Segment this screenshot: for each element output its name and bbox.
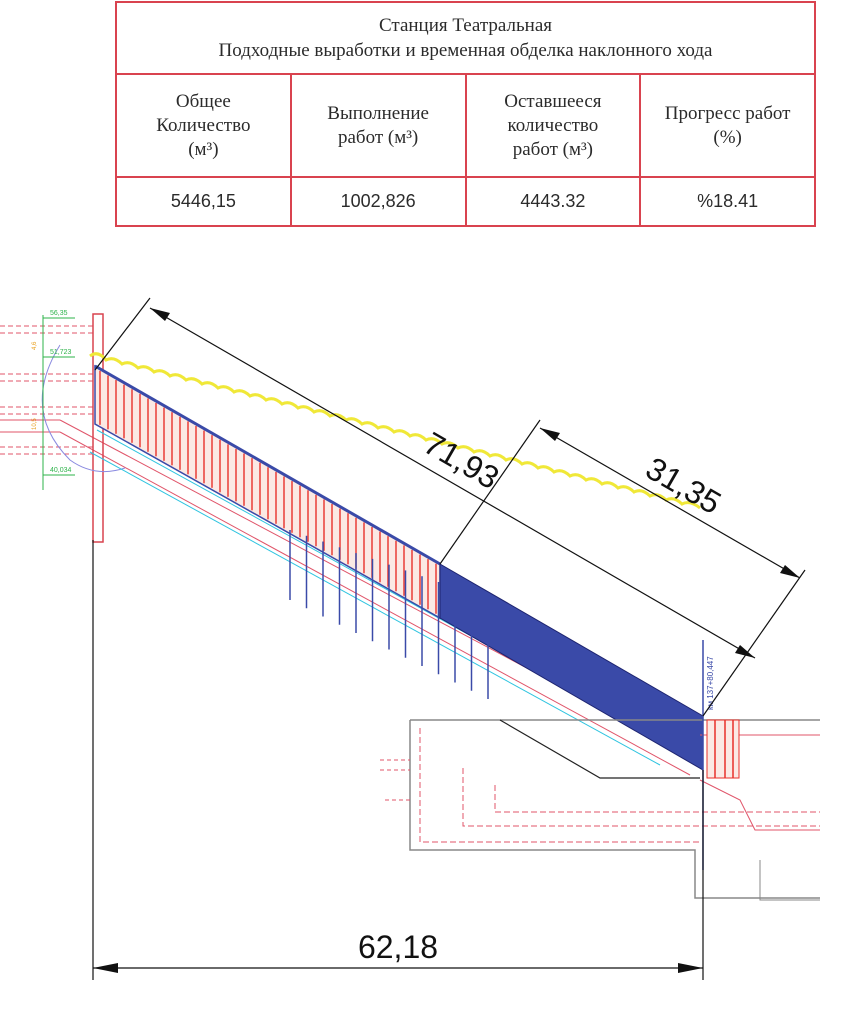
left-reference-lines xyxy=(0,325,95,455)
header-line: работ (м³) xyxy=(337,126,419,148)
summary-table: Станция Театральная Подходные выработки … xyxy=(115,1,816,227)
header-line: работ (м³) xyxy=(512,138,594,160)
station-hatch-lines xyxy=(714,720,734,778)
elevation-marks xyxy=(42,315,75,490)
value-progress: %18.41 xyxy=(639,176,816,227)
station-hatch-block xyxy=(706,719,740,779)
header-line: (%) xyxy=(713,126,742,148)
value-total-quantity: 5446,15 xyxy=(115,176,292,227)
table-title-description: Подходные выработки и временная обделка … xyxy=(218,40,713,61)
header-line: Общее xyxy=(175,90,231,112)
dimension-total-slope: 71,93 xyxy=(418,425,505,496)
header-line: Выполнение xyxy=(327,102,429,124)
support-piles xyxy=(289,530,489,699)
elevation-label: 51,723 xyxy=(50,349,72,356)
header-line: Количество xyxy=(156,114,251,136)
dimension-arrows xyxy=(93,308,800,973)
soil-outline xyxy=(89,352,701,510)
value-remaining: 4443.32 xyxy=(464,176,642,227)
dimension-lines xyxy=(92,297,806,980)
header-line: Прогресс работ xyxy=(664,102,791,124)
remaining-lining xyxy=(439,563,704,771)
value-work-done: 1002,826 xyxy=(289,176,467,227)
header-line: (м³) xyxy=(188,138,219,160)
table-title: Станция Театральная Подходные выработки … xyxy=(115,1,816,75)
table-title-station: Станция Театральная xyxy=(379,15,552,36)
small-label: 4,6 xyxy=(32,341,38,350)
header-work-done: Выполнение работ (м³) xyxy=(289,73,467,178)
completed-top-edge xyxy=(94,364,441,566)
header-progress: Прогресс работ (%) xyxy=(639,73,816,178)
header-remaining: Оставшееся количество работ (м³) xyxy=(464,73,642,178)
elevation-label: 56,35 xyxy=(50,310,68,317)
elevation-label: 40,034 xyxy=(50,467,72,474)
small-label: 10,5 xyxy=(32,418,38,430)
dimension-horizontal: 62,18 xyxy=(358,929,438,965)
chainage-label: км 137+80,447 xyxy=(706,656,715,710)
station-structure xyxy=(380,719,820,901)
portal-arc xyxy=(41,344,126,473)
completed-hatch xyxy=(99,370,437,614)
header-total-quantity: Общее Количество (м³) xyxy=(115,73,292,178)
header-line: количество xyxy=(507,114,599,136)
header-line: Оставшееся xyxy=(504,90,602,112)
left-solid-lines xyxy=(0,419,701,776)
